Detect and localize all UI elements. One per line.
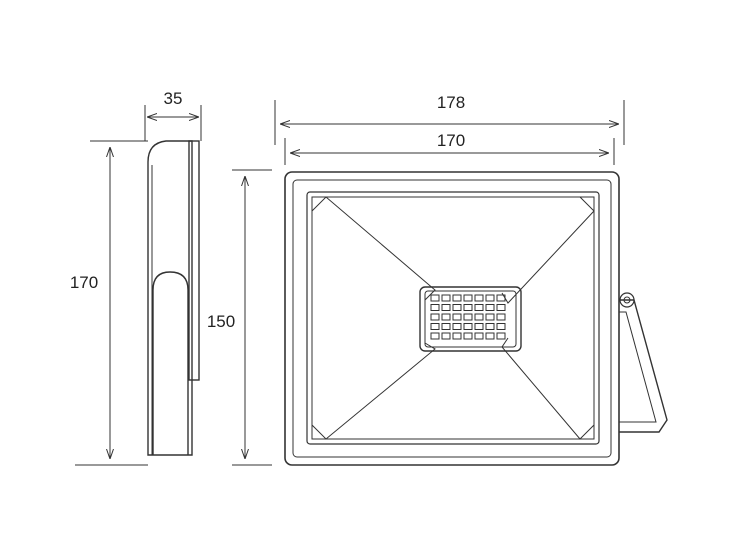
led-chip xyxy=(441,304,451,311)
led-chip xyxy=(463,294,473,302)
side-view xyxy=(75,105,202,466)
led-chip xyxy=(485,304,495,311)
led-chip xyxy=(441,332,451,340)
led-chip xyxy=(452,332,462,340)
led-chip xyxy=(496,294,506,302)
led-chip xyxy=(485,323,495,330)
front-bracket xyxy=(619,292,668,433)
front-outer-frame xyxy=(284,171,620,466)
led-chip xyxy=(496,304,506,311)
led-chip xyxy=(452,294,462,302)
reflector-ribs xyxy=(311,196,595,440)
led-chip xyxy=(485,313,495,321)
led-chip xyxy=(430,323,440,330)
led-chip xyxy=(474,332,484,340)
led-chip xyxy=(485,332,495,340)
body-width-label: 170 xyxy=(437,131,465,150)
led-chip xyxy=(474,304,484,311)
side-height-label: 170 xyxy=(70,273,98,292)
side-housing xyxy=(147,140,193,456)
led-chip xyxy=(463,332,473,340)
led-array xyxy=(430,294,506,340)
front-view xyxy=(232,100,668,466)
led-chip xyxy=(452,313,462,321)
led-chip xyxy=(441,313,451,321)
led-chip xyxy=(441,294,451,302)
led-chip xyxy=(452,304,462,311)
led-chip xyxy=(496,313,506,321)
overall-width-label: 178 xyxy=(437,93,465,112)
led-chip xyxy=(430,304,440,311)
led-chip xyxy=(430,332,440,340)
led-chip xyxy=(474,323,484,330)
front-height-label: 150 xyxy=(207,312,235,331)
side-depth-label: 35 xyxy=(164,89,183,108)
led-chip xyxy=(463,313,473,321)
led-chip xyxy=(441,323,451,330)
led-chip xyxy=(430,294,440,302)
led-chip xyxy=(463,323,473,330)
led-chip xyxy=(485,294,495,302)
led-module xyxy=(419,286,522,352)
led-chip xyxy=(474,313,484,321)
led-chip xyxy=(463,304,473,311)
led-chip xyxy=(474,294,484,302)
led-chip xyxy=(496,332,506,340)
bracket-bolt xyxy=(619,292,635,308)
led-chip xyxy=(430,313,440,321)
led-chip xyxy=(452,323,462,330)
side-front-plate xyxy=(188,140,200,381)
side-bracket xyxy=(152,271,189,455)
front-lens-window xyxy=(306,191,600,445)
led-chip xyxy=(496,323,506,330)
